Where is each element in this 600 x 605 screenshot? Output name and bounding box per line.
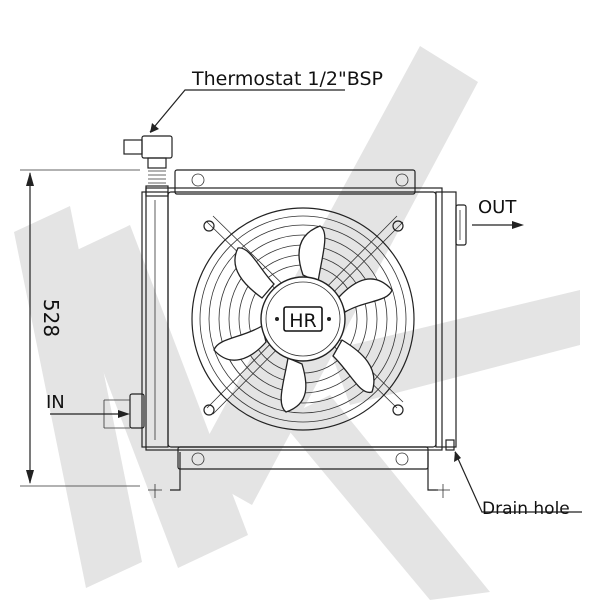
in-port: IN bbox=[46, 392, 145, 429]
watermark-stroke-2 bbox=[60, 225, 248, 568]
watermark-stroke-1 bbox=[14, 206, 142, 588]
thermostat-fitting: Thermostat 1/2"BSP bbox=[123, 68, 383, 197]
fan-blades bbox=[213, 225, 393, 413]
watermark bbox=[14, 46, 580, 600]
drain-hole: Drain hole bbox=[445, 439, 582, 519]
out-label: OUT bbox=[478, 197, 517, 218]
watermark-stroke-3 bbox=[190, 46, 478, 505]
out-port: OUT bbox=[455, 197, 524, 246]
dimension-label: 528 bbox=[39, 299, 63, 337]
dimension-528: 528 bbox=[20, 169, 140, 487]
watermark-stroke-5 bbox=[280, 395, 490, 600]
fan-badge: HR bbox=[289, 310, 317, 332]
in-label: IN bbox=[46, 392, 65, 413]
watermark-stroke-4 bbox=[330, 290, 580, 405]
drain-label: Drain hole bbox=[482, 499, 570, 519]
fan-assembly: HR bbox=[191, 207, 415, 431]
thermostat-label: Thermostat 1/2"BSP bbox=[191, 68, 383, 90]
